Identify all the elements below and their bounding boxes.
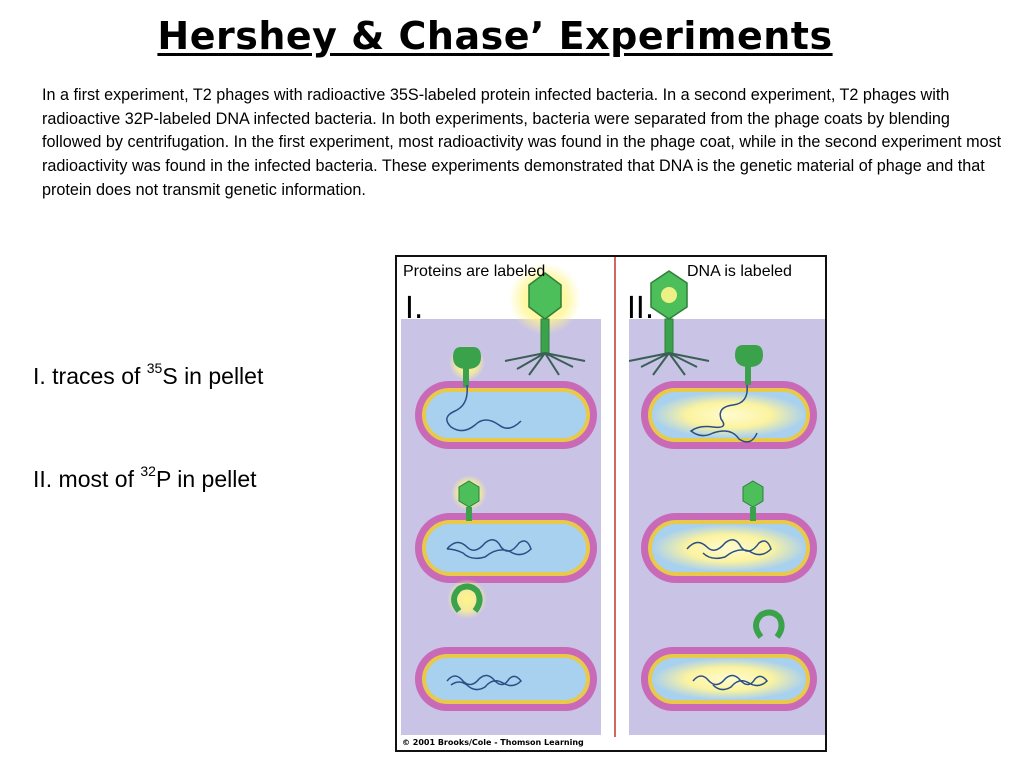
slide-title: Hershey & Chase’ Experiments <box>0 14 990 58</box>
result-2-isotope-mass: 32 <box>140 463 156 479</box>
hershey-chase-figure: Proteins are labeled DNA is labeled I. I… <box>395 255 827 752</box>
dna-labeled-caption: DNA is labeled <box>687 263 792 281</box>
result-2-prefix: II. most of <box>33 466 140 492</box>
experiment-2-numeral: II. <box>627 291 654 326</box>
proteins-labeled-caption: Proteins are labeled <box>403 263 545 281</box>
result-1-isotope-mass: 35 <box>147 360 163 376</box>
figure-illustration <box>397 257 825 750</box>
copyright-notice: © 2001 Brooks/Cole - Thomson Learning <box>402 738 584 747</box>
result-experiment-2: II. most of 32P in pellet <box>33 466 257 493</box>
experiment-1-numeral: I. <box>405 291 423 326</box>
intro-paragraph: In a first experiment, T2 phages with ra… <box>42 84 1002 203</box>
result-1-suffix: S in pellet <box>162 363 263 389</box>
result-2-suffix: P in pellet <box>156 466 257 492</box>
result-experiment-1: I. traces of 35S in pellet <box>33 363 263 390</box>
result-1-prefix: I. traces of <box>33 363 147 389</box>
